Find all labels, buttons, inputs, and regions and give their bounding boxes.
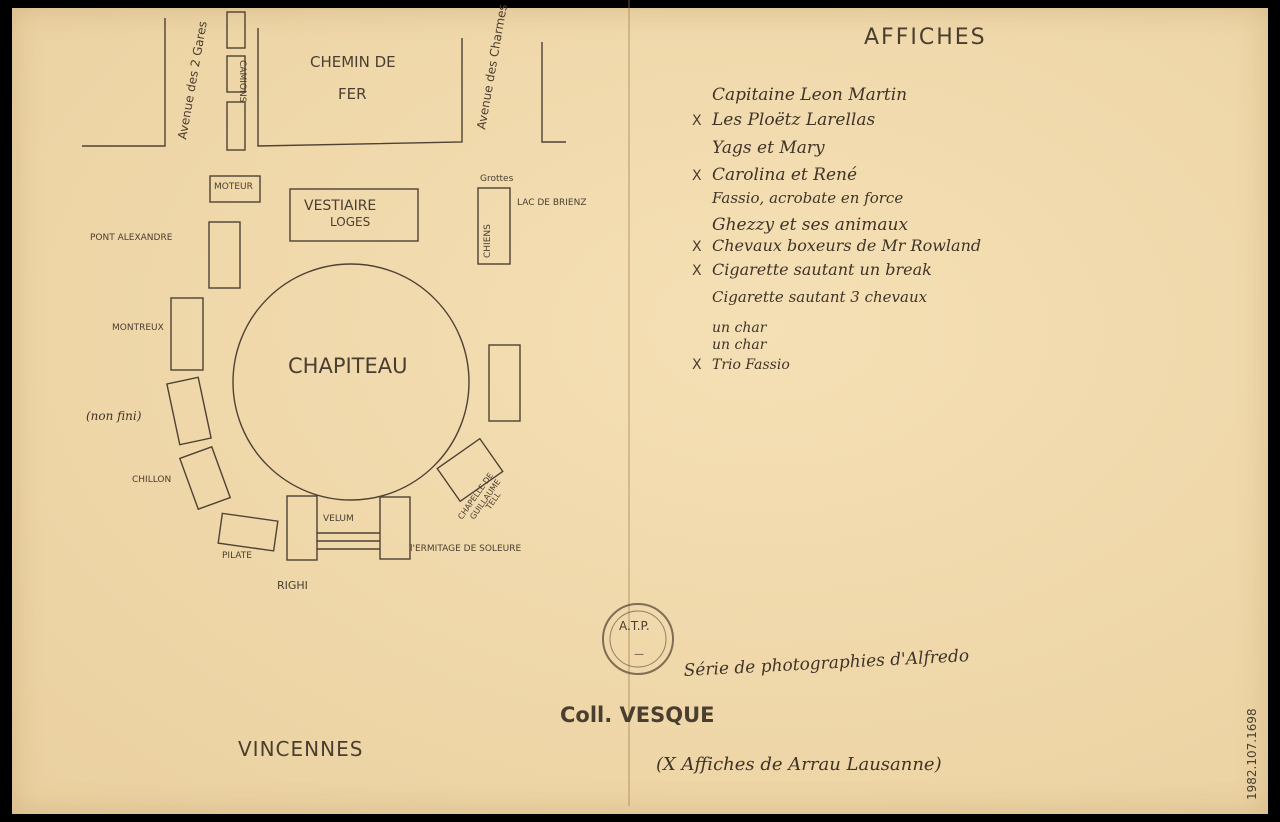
road-avenue-charmes-edge [541, 42, 566, 143]
ermitage-label: l'ERMITAGE DE SOLEURE [410, 544, 521, 554]
velum-label: VELUM [323, 514, 354, 524]
vestiaire-box [289, 188, 419, 242]
camion-box-2 [226, 55, 246, 93]
affiche-item: Capitaine Leon Martin [712, 85, 907, 105]
affiche-item: Trio Fassio [712, 357, 790, 373]
footnote-label: (X Affiches de Arrau Lausanne) [656, 754, 942, 775]
inventory-number: 1982.107.1698 [1245, 708, 1259, 800]
chiens-box [477, 187, 511, 265]
avenue-charmes-label: Avenue des Charmes [474, 3, 510, 130]
pilate-box [217, 512, 279, 552]
velum-right-box [379, 496, 411, 560]
camion-box-3 [226, 101, 246, 151]
affiche-item: Chevaux boxeurs de Mr Rowland [712, 236, 981, 255]
affiche-item: un char [712, 320, 768, 336]
lac-de-brienz-label: LAC DE BRIENZ [517, 198, 587, 208]
vestiaire-line1: VESTIAIRE [304, 198, 376, 214]
moteur-label: MOTEUR [214, 182, 253, 192]
montreux-label: MONTREUX [112, 323, 164, 333]
affiche-item: Cigarette sautant 3 chevaux [712, 288, 928, 306]
montreux-box [170, 297, 204, 371]
stamp-text: A.T.P. [619, 619, 650, 633]
non-fini-box [166, 376, 212, 446]
stamp-mark: — [634, 649, 644, 660]
affiche-item: Yags et Mary [712, 138, 825, 158]
non-fini-label: (non fini) [86, 409, 142, 423]
affiche-mark: X [692, 263, 702, 279]
affiche-item: Les Ploëtz Larellas [711, 110, 875, 130]
atp-stamp: A.T.P. — [602, 603, 674, 675]
chillon-label: CHILLON [132, 475, 171, 485]
velum-left-box [286, 495, 318, 561]
velum-steps [317, 532, 380, 550]
grottes-label: Grottes [480, 174, 514, 184]
affiche-mark: X [692, 357, 702, 373]
affiche-item: Carolina et René [712, 165, 857, 185]
affiche-mark: X [692, 113, 702, 129]
affiche-item: Cigarette sautant un break [712, 260, 932, 279]
chillon-box [178, 445, 232, 511]
vincennes-label: VINCENNES [238, 737, 363, 761]
chemin-de-fer-line1: CHEMIN DE [310, 53, 396, 71]
railway-plot [257, 28, 463, 147]
document-sheet [12, 8, 1268, 814]
chemin-de-fer-line2: FER [338, 85, 367, 103]
serie-label: Série de photographies d'Alfredo [683, 646, 969, 681]
collection-stamp: Coll. VESQUE [560, 703, 715, 727]
chapiteau-label: CHAPITEAU [288, 354, 408, 378]
camions-label: CAMIONS [237, 60, 247, 103]
road-avenue-gares-edge [82, 18, 166, 147]
right-box [488, 344, 521, 422]
avenue-gares-label: Avenue des 2 Gares [175, 20, 210, 140]
vestiaire-line2: LOGES [330, 215, 370, 229]
affiche-item: Fassio, acrobate en force [711, 189, 903, 207]
affiches-title: AFFICHES [864, 25, 987, 50]
pilate-label: PILATE [222, 551, 252, 561]
affiche-item: Ghezzy et ses animaux [712, 215, 908, 235]
camion-box-1 [226, 11, 246, 49]
page-fold [628, 0, 630, 806]
chapiteau-circle [232, 263, 470, 501]
affiche-item: un char [712, 337, 768, 353]
righi-label: RIGHI [277, 579, 308, 592]
pont-alexandre-box [208, 221, 241, 289]
moteur-box [209, 175, 261, 203]
chiens-label: CHIENS [483, 224, 493, 258]
chapelle-box [436, 437, 504, 503]
pont-alexandre-label: PONT ALEXANDRE [90, 233, 173, 243]
affiche-mark: X [692, 168, 702, 184]
affiche-mark: X [692, 239, 702, 255]
